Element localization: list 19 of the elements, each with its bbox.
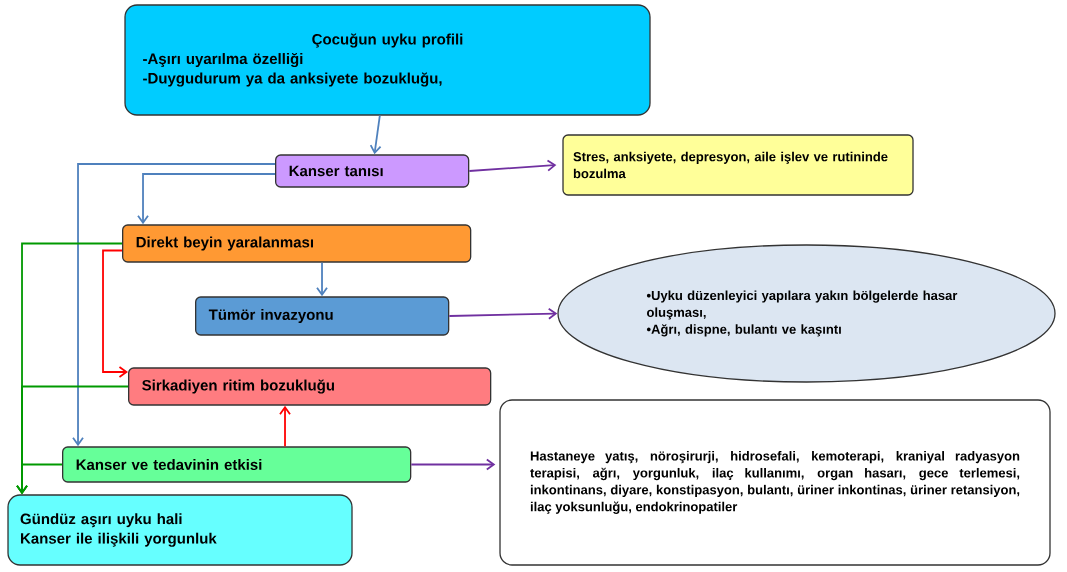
process-box: Sirkadiyen ritim bozukluğu <box>128 367 492 406</box>
arrow <box>102 249 128 378</box>
process-box: Tümör invazyonu <box>195 296 450 336</box>
arrow <box>369 114 382 155</box>
process-box: Kanser tanısı <box>275 154 470 188</box>
note-box: Hastaneye yatış, nöroşirurji, hidrosefali, kemoterapi, kraniyal radyasyon terapisi, ağrı, yorgunluk, ilaç kullanımı, organ hasarı, gece terlemesi, inkontinans, diyare, konstipasyon, bulantı, üriner inkontinas, üriner retansiyon, ilaç yoksunluğu, endokrinopatiler <box>499 399 1051 566</box>
arrow <box>316 261 328 297</box>
note-box: Stres, anksiyete, depresyon, aile işlev ve rutininde bozulma <box>562 134 914 196</box>
result-box: Gündüz aşırı uyku hali Kanser ile ilişkili yorgunluk <box>7 494 353 566</box>
arrow <box>72 163 276 447</box>
profile-box: Çocuğun uyku profili -Aşırı uyarılma özelliği -Duygudurum ya da anksiyete bozukluğu, <box>124 4 651 116</box>
arrow <box>279 405 291 448</box>
arrow <box>468 159 557 172</box>
arrow <box>137 173 276 225</box>
arrow <box>448 307 558 320</box>
process-box: Direkt beyin yaralanması <box>122 224 472 263</box>
arrow <box>16 463 63 495</box>
process-box: Kanser ve tedavinin etkisi <box>62 446 412 483</box>
arrow <box>410 458 496 471</box>
